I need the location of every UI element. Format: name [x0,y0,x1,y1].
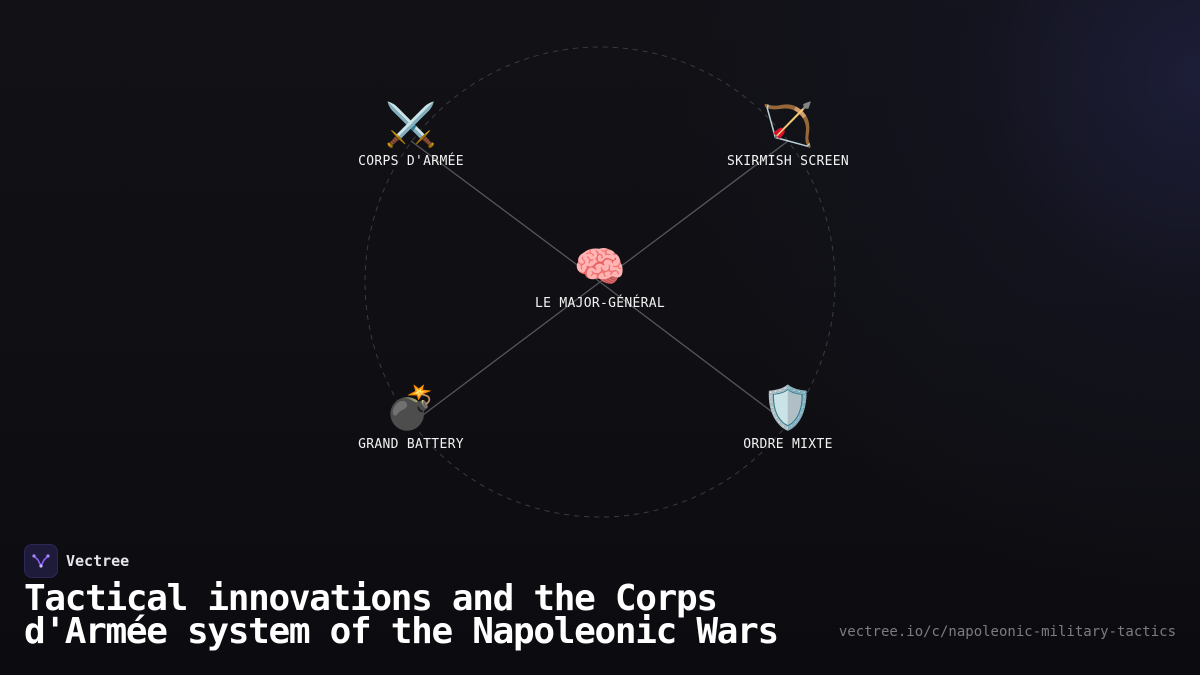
connector-line-ordre [599,281,789,425]
brain-icon: 🧠 [573,242,627,291]
node-corps-darmee: ⚔️ CORPS D'ARMÉE [311,100,511,169]
node-skirmish-screen: 🏹 SKIRMISH SCREEN [688,100,888,169]
node-grand-battery: 💣 GRAND BATTERY [311,383,511,452]
source-url: vectree.io/c/napoleonic-military-tactics [838,624,1176,640]
node-corps-darmee-label: CORPS D'ARMÉE [358,154,464,169]
vectree-logo-icon [24,544,58,578]
page-title: Tactical innovations and the Corps d'Arm… [24,578,779,652]
crossed-swords-icon: ⚔️ [384,100,438,149]
connector-line-battery [410,281,601,425]
brand: Vectree [24,544,129,578]
shield-icon: 🛡️ [761,383,815,432]
bow-and-arrow-icon: 🏹 [761,100,815,149]
node-skirmish-screen-label: SKIRMISH SCREEN [727,154,849,169]
node-ordre-mixte-label: ORDRE MIXTE [743,437,833,452]
bomb-icon: 💣 [384,383,438,432]
node-grand-battery-label: GRAND BATTERY [358,437,464,452]
node-ordre-mixte: 🛡️ ORDRE MIXTE [688,383,888,452]
brand-name: Vectree [66,552,130,570]
center-node-label: LE MAJOR-GÉNÉRAL [534,296,666,311]
connector-line-skirmish [599,140,789,283]
center-node: 🧠 LE MAJOR-GÉNÉRAL [500,242,700,311]
connector-line-corps [410,140,601,283]
orbit-ring [364,46,836,518]
